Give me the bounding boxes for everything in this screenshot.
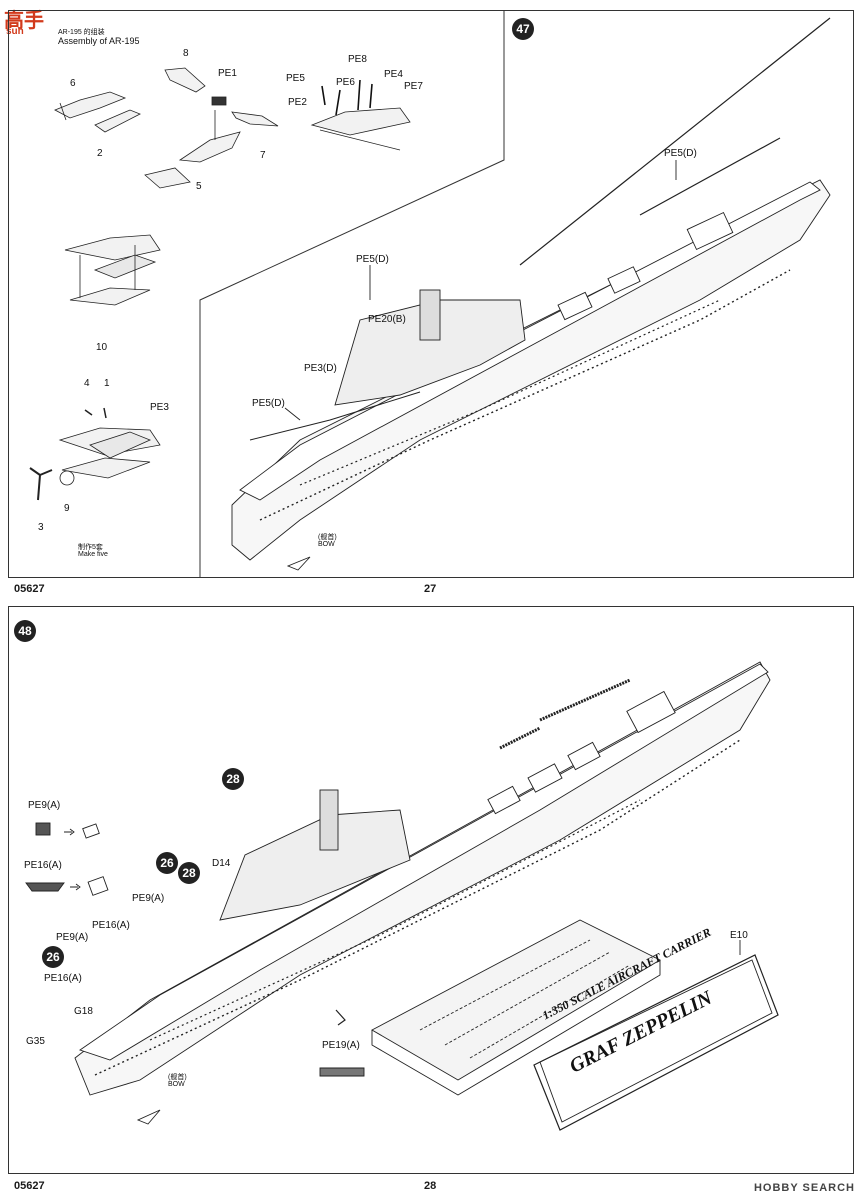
inset-label-pe6: PE6: [336, 77, 355, 88]
inset-label-pe7: PE7: [404, 81, 423, 92]
inset-label-9: 9: [64, 503, 70, 514]
page-28-code: 05627: [14, 1180, 45, 1192]
page-28-number: 28: [424, 1180, 437, 1192]
inset-label-2: 2: [97, 148, 103, 159]
plane-assembly-5-drawing: [144, 110, 241, 189]
page-27-number: 27: [424, 583, 437, 595]
callout-pe5d-1: PE5(D): [664, 148, 697, 159]
callout-e10: E10: [730, 930, 748, 941]
callout-pe16a-2: PE16(A): [92, 920, 130, 931]
callout-pe16a-1: PE16(A): [24, 860, 62, 871]
inset-label-pe8: PE8: [348, 54, 367, 65]
callout-pe5d-2: PE5(D): [356, 254, 389, 265]
inset-label-pe2: PE2: [288, 97, 307, 108]
page-27-frame: [8, 10, 854, 578]
callout-pe16a-3: PE16(A): [44, 973, 82, 984]
wing-part-7-drawing: [231, 111, 279, 127]
bow-label-en-bottom: BOW: [168, 1081, 185, 1088]
callout-d14: D14: [212, 858, 231, 869]
watermark-cn: 高手: [4, 8, 44, 32]
inset-label-10: 10: [96, 342, 108, 353]
inset-label-pe4: PE4: [384, 69, 403, 80]
inset-label-pe3: PE3: [150, 402, 169, 413]
step-number-48: 48: [14, 620, 36, 642]
callout-pe20b: PE20(B): [368, 314, 406, 325]
inset-note-en: Make five: [78, 551, 108, 558]
hobbysearch-watermark: HOBBY SEARCH: [753, 1182, 855, 1194]
pe9a-part-1: [35, 822, 51, 836]
callout-g35: G35: [26, 1036, 45, 1047]
inset-label-8: 8: [183, 48, 189, 59]
bow-label-cn-top: (舰首): [318, 534, 337, 541]
pe-strut-group-drawing: [310, 79, 411, 151]
biplane-with-propeller-drawing: [29, 407, 161, 501]
page-27-code: 05627: [14, 583, 45, 595]
inset-label-6: 6: [70, 78, 76, 89]
inset-note-cn: 制作5套: [78, 544, 103, 551]
watermark-domain: sun: [6, 26, 24, 37]
inset-label-3: 3: [38, 522, 44, 533]
bow-label-en-top: BOW: [318, 541, 335, 548]
inset-title-cn: AR-195 的组装: [58, 29, 105, 36]
callout-g18: G18: [74, 1006, 93, 1017]
inset-title-en: Assembly of AR-195: [58, 36, 140, 46]
ref-step-28-b: 28: [178, 862, 200, 884]
fuselage-part-6-drawing: [54, 91, 127, 121]
inset-label-1: 1: [104, 378, 110, 389]
callout-pe3d: PE3(D): [304, 363, 337, 374]
bow-label-cn-bottom: (舰首): [168, 1074, 187, 1081]
callout-pe19a: PE19(A): [322, 1040, 360, 1051]
float-part-8-drawing: [164, 67, 206, 93]
wing-part-2-drawing: [94, 109, 141, 133]
callout-pe9a-2: PE9(A): [132, 893, 165, 904]
inset-label-7: 7: [260, 150, 266, 161]
callout-pe9a-3: PE9(A): [56, 932, 89, 943]
biplane-assembly-10-drawing: [64, 234, 161, 306]
inset-label-4: 4: [84, 378, 90, 389]
ref-step-28-a: 28: [222, 768, 244, 790]
page-28-frame: [8, 606, 854, 1174]
ref-step-26-b: 26: [42, 946, 64, 968]
watermark-logo: 高手 sun: [4, 4, 70, 38]
step-number-47: 47: [512, 18, 534, 40]
inset-label-pe5: PE5: [286, 73, 305, 84]
ref-step-26-a: 26: [156, 852, 178, 874]
inset-label-pe1: PE1: [218, 68, 237, 79]
pe16a-part-1: [25, 882, 65, 892]
callout-pe5d-3: PE5(D): [252, 398, 285, 409]
callout-pe9a-1: PE9(A): [28, 800, 61, 811]
pe1-part-drawing: [211, 96, 227, 106]
inset-label-5: 5: [196, 181, 202, 192]
